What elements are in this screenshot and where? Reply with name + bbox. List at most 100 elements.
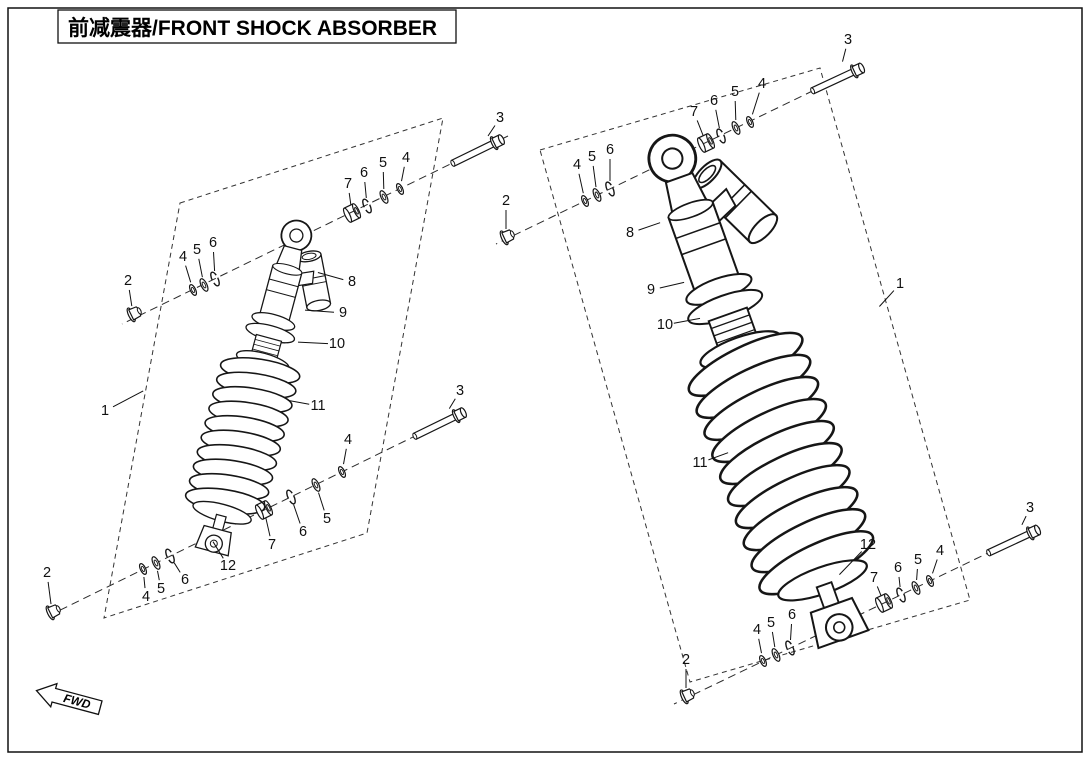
callout-leader xyxy=(157,570,160,581)
callout-number: 9 xyxy=(339,305,347,321)
callout-leader xyxy=(708,452,729,461)
callout-leader xyxy=(771,631,776,648)
callout-10: 10 xyxy=(657,317,701,333)
page-title: 前减震器/FRONT SHOCK ABSORBER xyxy=(68,16,437,40)
part-glyph-2 xyxy=(43,600,64,622)
callout-7: 7 xyxy=(690,104,717,154)
callout-5: 5 xyxy=(377,155,391,205)
callout-number: 3 xyxy=(496,110,504,126)
callout-12: 12 xyxy=(212,541,236,574)
part-glyph-5 xyxy=(309,477,323,493)
callout-4: 4 xyxy=(753,622,769,668)
part-glyph-6 xyxy=(894,586,908,604)
part-glyph-3 xyxy=(807,60,868,99)
callout-leader xyxy=(932,559,938,574)
hardware-axis-right-bottom xyxy=(673,527,1041,705)
callout-leader xyxy=(751,92,760,115)
part-glyph-5 xyxy=(590,187,604,203)
callout-4: 4 xyxy=(179,249,199,297)
callout-number: 4 xyxy=(142,589,150,605)
callout-leader xyxy=(297,341,329,345)
callout-number: 4 xyxy=(758,76,766,92)
callout-number: 8 xyxy=(348,274,356,290)
callout-number: 2 xyxy=(682,652,690,668)
callout-number: 5 xyxy=(731,84,739,100)
callout-leader xyxy=(916,568,918,581)
callout-4: 4 xyxy=(137,562,150,605)
callout-5: 5 xyxy=(309,477,331,527)
callout-number: 5 xyxy=(767,615,775,631)
callout-number: 12 xyxy=(220,558,236,574)
callout-10: 10 xyxy=(297,336,345,352)
callout-leader xyxy=(293,504,301,524)
part-glyph-3 xyxy=(409,404,470,444)
callout-number: 10 xyxy=(329,336,345,352)
callout-leader xyxy=(839,551,863,575)
callout-6: 6 xyxy=(894,560,908,604)
part-glyph-4 xyxy=(394,182,406,196)
part-glyph-5 xyxy=(149,555,163,571)
part-glyph-4 xyxy=(137,562,149,576)
callout-6: 6 xyxy=(284,488,307,540)
callout-number: 6 xyxy=(299,524,307,540)
callout-number: 7 xyxy=(690,104,698,120)
callout-number: 5 xyxy=(193,242,201,258)
callout-number: 7 xyxy=(268,537,276,553)
callout-5: 5 xyxy=(729,84,743,136)
callout-number: 5 xyxy=(914,552,922,568)
callout-number: 4 xyxy=(344,432,352,448)
part-glyph-3 xyxy=(983,522,1044,561)
callout-5: 5 xyxy=(193,242,211,293)
part-glyph-7 xyxy=(341,202,363,224)
callout-number: 12 xyxy=(860,537,876,553)
callout-leader xyxy=(213,251,216,272)
callout-number: 6 xyxy=(606,142,614,158)
callout-2: 2 xyxy=(124,273,145,324)
callout-number: 5 xyxy=(323,511,331,527)
callout-number: 3 xyxy=(844,32,852,48)
callout-leader xyxy=(47,581,52,605)
callout-leader xyxy=(659,281,685,289)
callout-4: 4 xyxy=(336,432,352,479)
callout-number: 10 xyxy=(657,317,673,333)
title-box xyxy=(57,9,457,44)
callout-number: 6 xyxy=(894,560,902,576)
callout-leader xyxy=(348,192,352,206)
callout-number: 5 xyxy=(588,149,596,165)
part-glyph-4 xyxy=(579,194,591,208)
part-glyph-6 xyxy=(714,127,728,145)
callout-leader xyxy=(401,166,405,182)
callout-6: 6 xyxy=(360,165,374,215)
callout-leader xyxy=(876,586,882,596)
page-border xyxy=(7,7,1083,753)
title-block: 前减震器/FRONT SHOCK ABSORBER xyxy=(57,9,457,44)
callout-number: 4 xyxy=(179,249,187,265)
callout-3: 3 xyxy=(983,500,1044,561)
callout-number: 4 xyxy=(753,622,761,638)
callout-7: 7 xyxy=(341,176,363,224)
callout-6: 6 xyxy=(208,235,222,288)
part-glyph-5 xyxy=(729,120,743,136)
part-glyph-4 xyxy=(744,115,756,129)
fwd-indicator: FWD xyxy=(35,682,103,716)
callout-number: 1 xyxy=(101,403,109,419)
callout-4: 4 xyxy=(924,543,944,588)
callout-5: 5 xyxy=(909,552,923,596)
callout-number: 6 xyxy=(360,165,368,181)
callout-number: 5 xyxy=(379,155,387,171)
callout-number: 4 xyxy=(402,150,410,166)
fwd-arrow-icon xyxy=(35,682,103,716)
callout-number: 3 xyxy=(1026,500,1034,516)
callout-2: 2 xyxy=(498,193,518,247)
callout-leader xyxy=(638,222,661,231)
callout-leader xyxy=(212,541,224,559)
callout-6: 6 xyxy=(710,93,728,145)
callout-leader xyxy=(592,165,597,188)
callout-leader xyxy=(790,623,792,641)
callout-6: 6 xyxy=(603,142,617,198)
callout-number: 2 xyxy=(124,273,132,289)
